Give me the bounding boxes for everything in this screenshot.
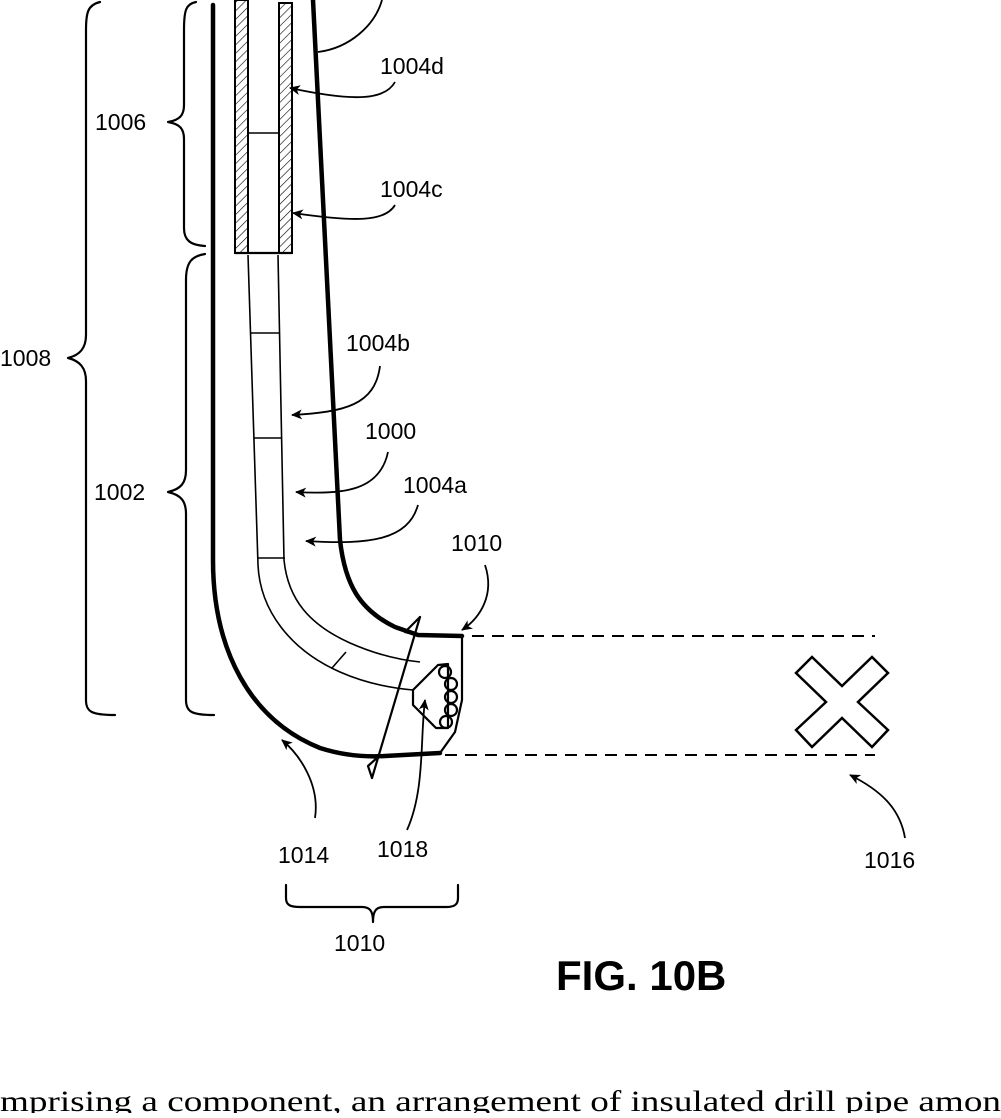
insulation-left — [235, 0, 248, 253]
label-1000: 1000 — [365, 418, 416, 444]
reference-labels: 1004d 1006 1004c 1004b 1008 1000 1004a 1… — [0, 53, 915, 956]
pipe-right-wall — [278, 255, 420, 662]
insulated-pipe-section — [235, 0, 292, 253]
label-1004d: 1004d — [380, 53, 444, 79]
leader-1004b — [292, 366, 380, 415]
label-1010-top: 1010 — [451, 530, 502, 556]
leader-1004a — [306, 505, 418, 542]
bit-cutter — [445, 691, 457, 703]
bit-cutter — [440, 716, 452, 728]
bit-cutter — [445, 678, 457, 690]
leader-1004d — [290, 82, 395, 97]
leader-1010-top — [462, 565, 488, 630]
label-1002: 1002 — [94, 479, 145, 505]
leader-1018 — [407, 700, 425, 830]
bit-cutter — [445, 704, 457, 716]
brace-1002 — [168, 254, 214, 715]
leader-1000 — [296, 452, 388, 493]
leader-1016 — [850, 775, 905, 838]
label-1004b: 1004b — [346, 330, 410, 356]
pipe-joint — [332, 652, 346, 668]
label-1004c: 1004c — [380, 176, 443, 202]
bit-body-outline — [440, 636, 462, 753]
brace-1006 — [168, 2, 205, 246]
wellbore — [213, 0, 462, 756]
leader-top — [318, 0, 382, 52]
insulation-right — [279, 3, 292, 253]
caption-text-fragment: mprising a component, an arrangement of … — [0, 1085, 1001, 1113]
bit-head — [413, 664, 448, 728]
label-1006: 1006 — [95, 109, 146, 135]
leader-1004c — [293, 205, 395, 219]
bit-cutter — [439, 666, 451, 678]
figure-title: FIG. 10B — [556, 952, 726, 999]
label-1018: 1018 — [377, 836, 428, 862]
label-1008: 1008 — [0, 345, 51, 371]
label-1010-bottom: 1010 — [334, 930, 385, 956]
target-x-marker — [796, 657, 888, 747]
label-1016: 1016 — [864, 847, 915, 873]
braces — [68, 2, 458, 922]
leader-1014 — [282, 740, 316, 818]
label-1014: 1014 — [278, 842, 329, 868]
brace-1010-bottom — [286, 885, 458, 922]
target-x-shape — [796, 657, 888, 747]
label-1004a: 1004a — [403, 472, 467, 498]
